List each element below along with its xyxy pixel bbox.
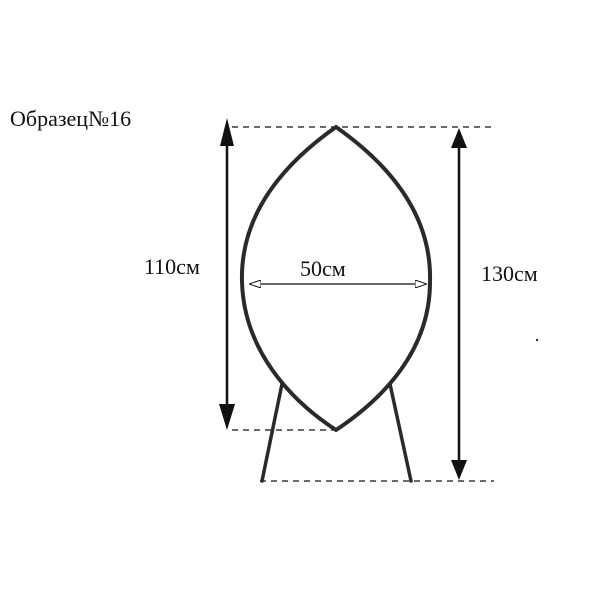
left-arrow-down-icon xyxy=(219,404,235,430)
lens-shape xyxy=(239,124,433,433)
stray-dot xyxy=(535,338,539,342)
label-oval-height: 110см xyxy=(144,254,200,279)
right-arrow-down-icon xyxy=(451,460,467,480)
diagram-title: Образец№16 xyxy=(10,106,131,131)
right-arrow-up-icon xyxy=(451,128,467,148)
stand-left-leg xyxy=(260,382,284,483)
left-arrow-up-icon xyxy=(220,118,234,146)
stand-right-leg xyxy=(388,382,413,483)
label-total-height: 130см xyxy=(481,261,538,286)
label-oval-width: 50см xyxy=(300,256,346,281)
